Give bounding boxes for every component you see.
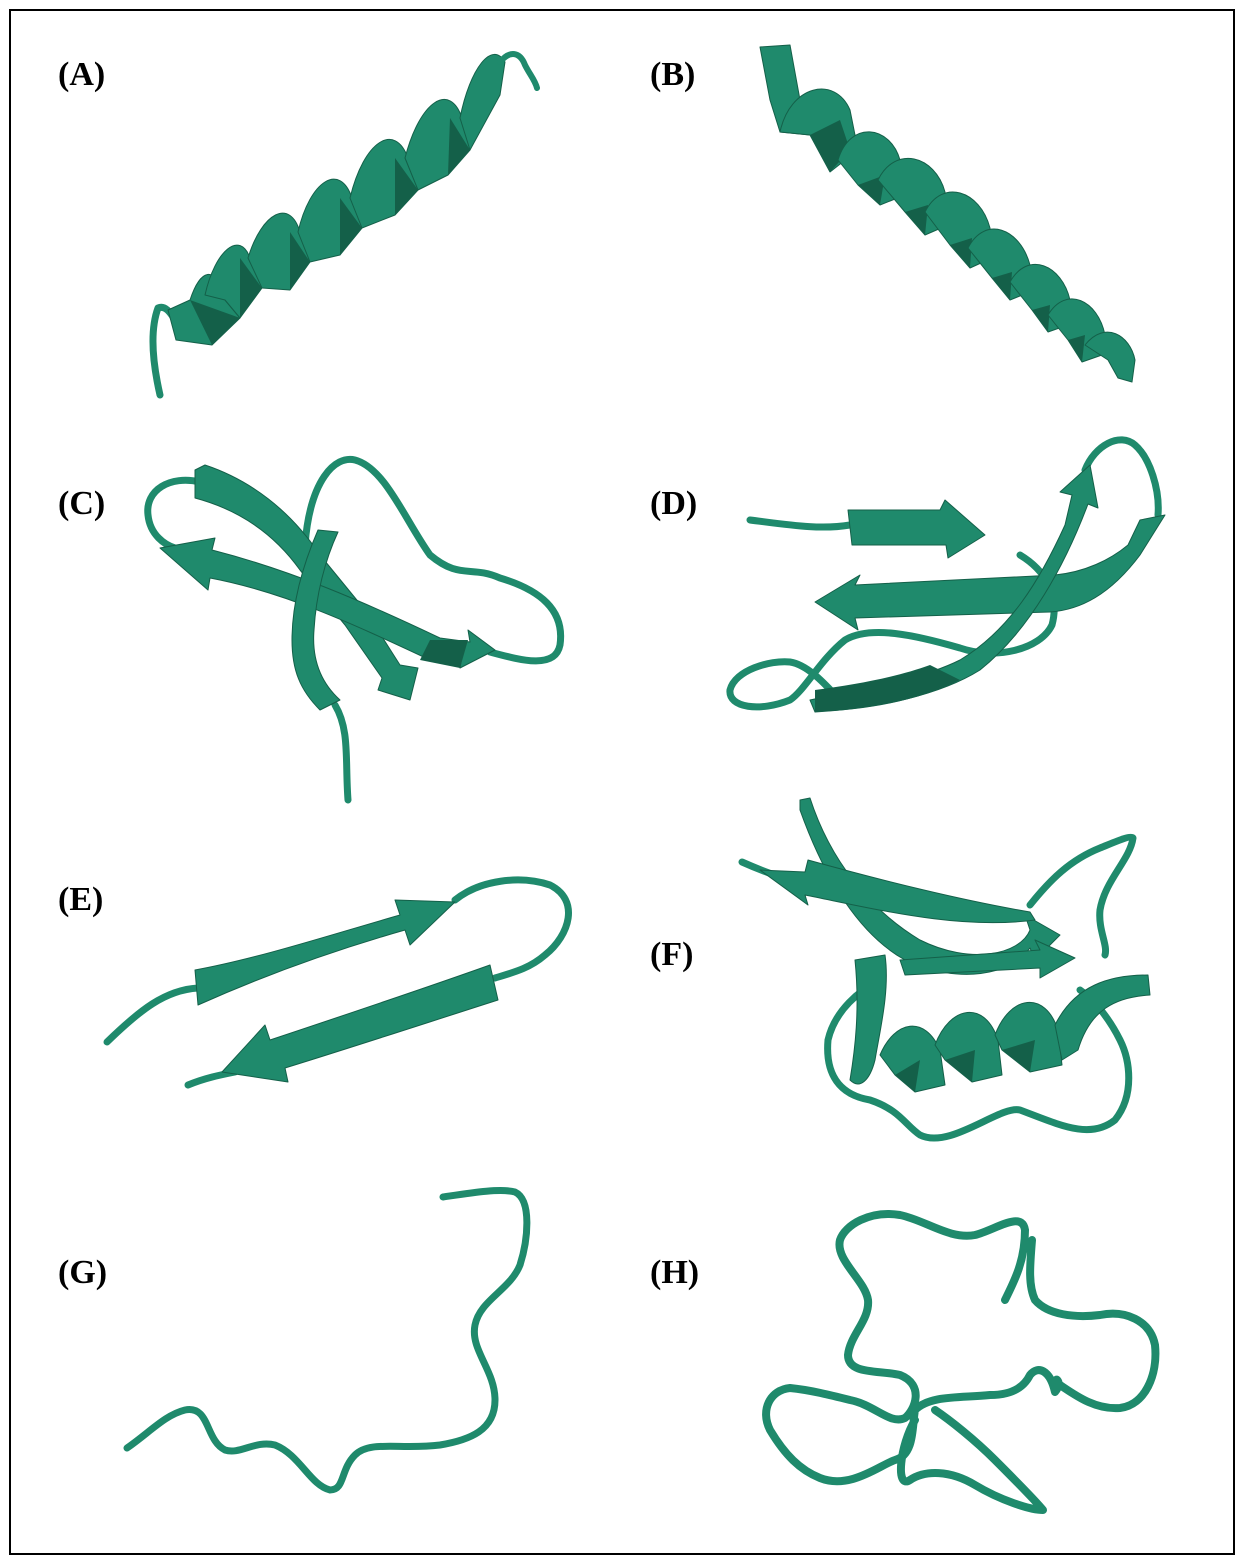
beta-sheet-c bbox=[148, 459, 561, 800]
random-coil-h bbox=[766, 1214, 1155, 1510]
beta-hairpin-e bbox=[107, 880, 569, 1085]
alpha-helix-a bbox=[153, 54, 537, 395]
mixed-fold-f bbox=[742, 798, 1150, 1138]
beta-sheet-d bbox=[730, 440, 1165, 712]
alpha-helix-b bbox=[760, 45, 1135, 382]
random-coil-g bbox=[127, 1191, 527, 1490]
